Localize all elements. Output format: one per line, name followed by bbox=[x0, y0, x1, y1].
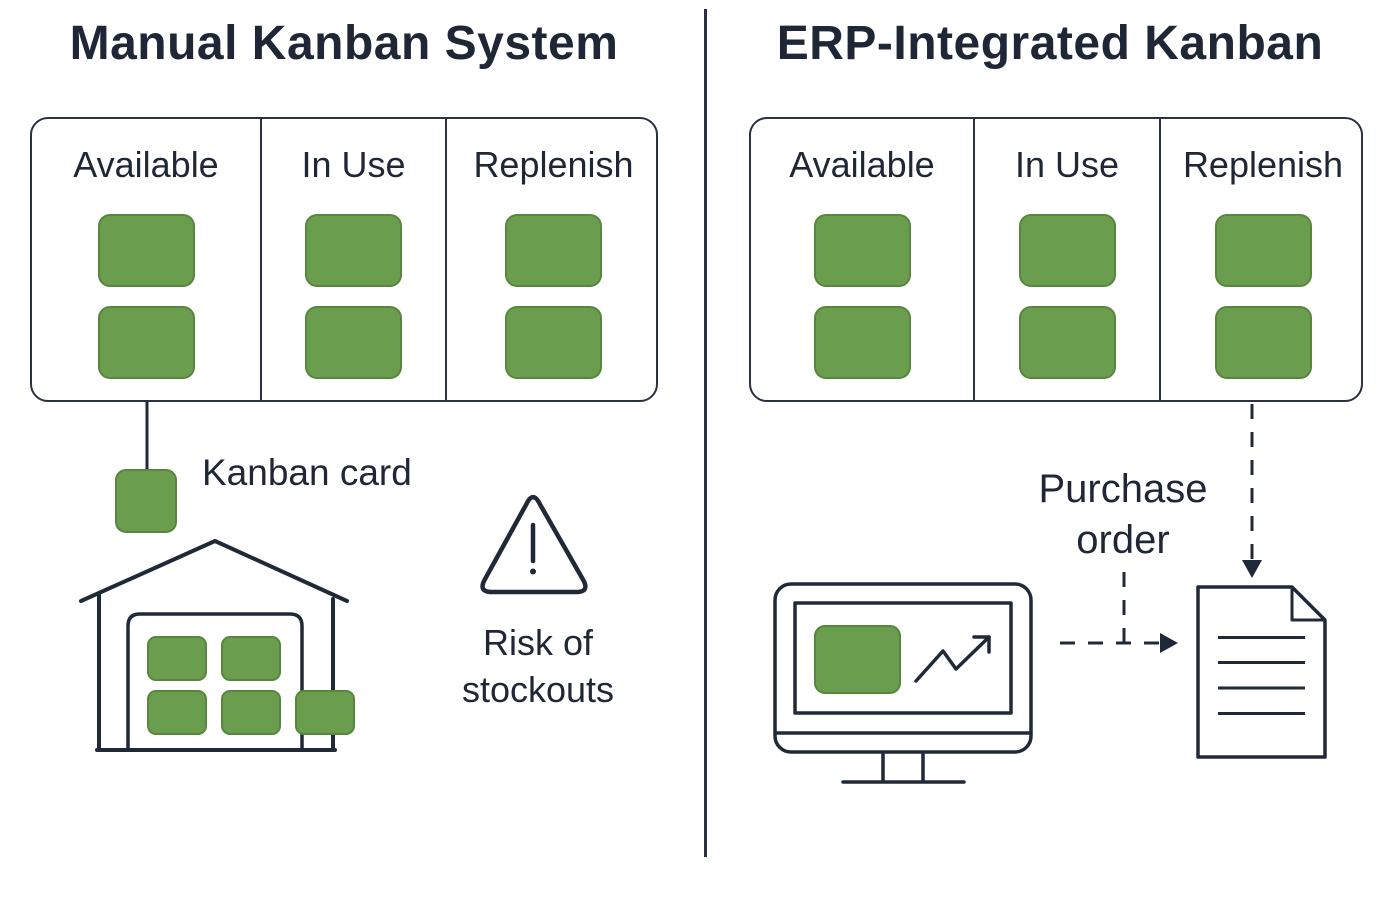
column-replenish: Replenish bbox=[1159, 119, 1361, 400]
stock-box bbox=[295, 690, 355, 735]
kanban-card bbox=[505, 306, 602, 379]
arrowhead-right-icon bbox=[1160, 633, 1178, 653]
card-stack bbox=[1214, 214, 1312, 379]
arrowhead-down-icon bbox=[1242, 560, 1262, 578]
column-replenish: Replenish bbox=[445, 119, 656, 400]
exclamation-dot bbox=[530, 568, 536, 575]
monitor-body bbox=[773, 582, 1033, 754]
kanban-card bbox=[813, 214, 911, 287]
kanban-card bbox=[1018, 214, 1116, 287]
document-outline bbox=[1196, 585, 1327, 759]
warehouse-icon bbox=[79, 539, 355, 752]
stock-box bbox=[147, 636, 207, 681]
trend-line bbox=[914, 635, 991, 683]
triangle-outline bbox=[480, 494, 588, 595]
warehouse-door bbox=[126, 612, 304, 751]
kanban-card bbox=[505, 214, 602, 287]
kanban-card bbox=[305, 306, 402, 379]
purchase-order-label: Purchase order bbox=[1023, 464, 1223, 566]
column-header: Available bbox=[73, 144, 219, 185]
card-stack bbox=[505, 214, 602, 379]
column-in-use: In Use bbox=[260, 119, 445, 400]
column-header: In Use bbox=[301, 144, 406, 185]
stock-box bbox=[147, 690, 207, 735]
trend-arrowhead bbox=[972, 635, 991, 654]
stock-boxes bbox=[147, 636, 355, 735]
left-panel-title: Manual Kanban System bbox=[69, 17, 619, 70]
monitor-stand bbox=[881, 751, 925, 783]
kanban-card bbox=[305, 214, 402, 287]
risk-of-stockouts-label: Risk of stockouts bbox=[428, 619, 648, 713]
risk-label-line2: stockouts bbox=[461, 669, 615, 710]
replenish-to-document-arrow bbox=[1242, 404, 1262, 578]
purchase-order-document-icon bbox=[1196, 585, 1327, 759]
column-available: Available bbox=[32, 119, 260, 400]
monitor-to-document-arrow bbox=[1060, 633, 1178, 653]
purchase-label-line2: order bbox=[1076, 518, 1170, 562]
stock-box bbox=[221, 690, 281, 735]
manual-kanban-board: Available In Use Replenish bbox=[30, 117, 658, 402]
kanban-card bbox=[1214, 214, 1312, 287]
trend-up-arrow-icon bbox=[914, 635, 991, 683]
erp-kanban-board: Available In Use Replenish bbox=[749, 117, 1363, 402]
risk-label-line1: Risk of bbox=[482, 622, 594, 663]
erp-monitor-icon bbox=[773, 582, 1033, 784]
kanban-card bbox=[1214, 306, 1312, 379]
monitor-screen bbox=[793, 601, 1013, 715]
panel-divider bbox=[704, 9, 707, 857]
purchase-label-line1: Purchase bbox=[1038, 467, 1208, 511]
column-available: Available bbox=[751, 119, 973, 400]
kanban-card bbox=[115, 469, 177, 533]
column-header: Available bbox=[789, 144, 935, 185]
kanban-card bbox=[97, 214, 195, 287]
warehouse-roof bbox=[79, 539, 349, 603]
warning-triangle-icon bbox=[480, 494, 588, 595]
kanban-card-label: Kanban card bbox=[202, 452, 412, 493]
digital-kanban-card bbox=[814, 625, 901, 694]
card-stack bbox=[305, 214, 402, 379]
column-header: In Use bbox=[1014, 144, 1120, 185]
card-stack bbox=[813, 214, 911, 379]
kanban-card bbox=[97, 306, 195, 379]
card-stack bbox=[97, 214, 195, 379]
kanban-card bbox=[813, 306, 911, 379]
stock-box bbox=[221, 636, 281, 681]
right-panel-title: ERP-Integrated Kanban bbox=[776, 17, 1324, 70]
column-in-use: In Use bbox=[973, 119, 1159, 400]
document-fold bbox=[1290, 588, 1325, 622]
kanban-card bbox=[1018, 306, 1116, 379]
column-header: Replenish bbox=[473, 144, 634, 185]
column-header: Replenish bbox=[1182, 144, 1344, 185]
document-text-lines bbox=[1218, 636, 1305, 715]
card-stack bbox=[1018, 214, 1116, 379]
